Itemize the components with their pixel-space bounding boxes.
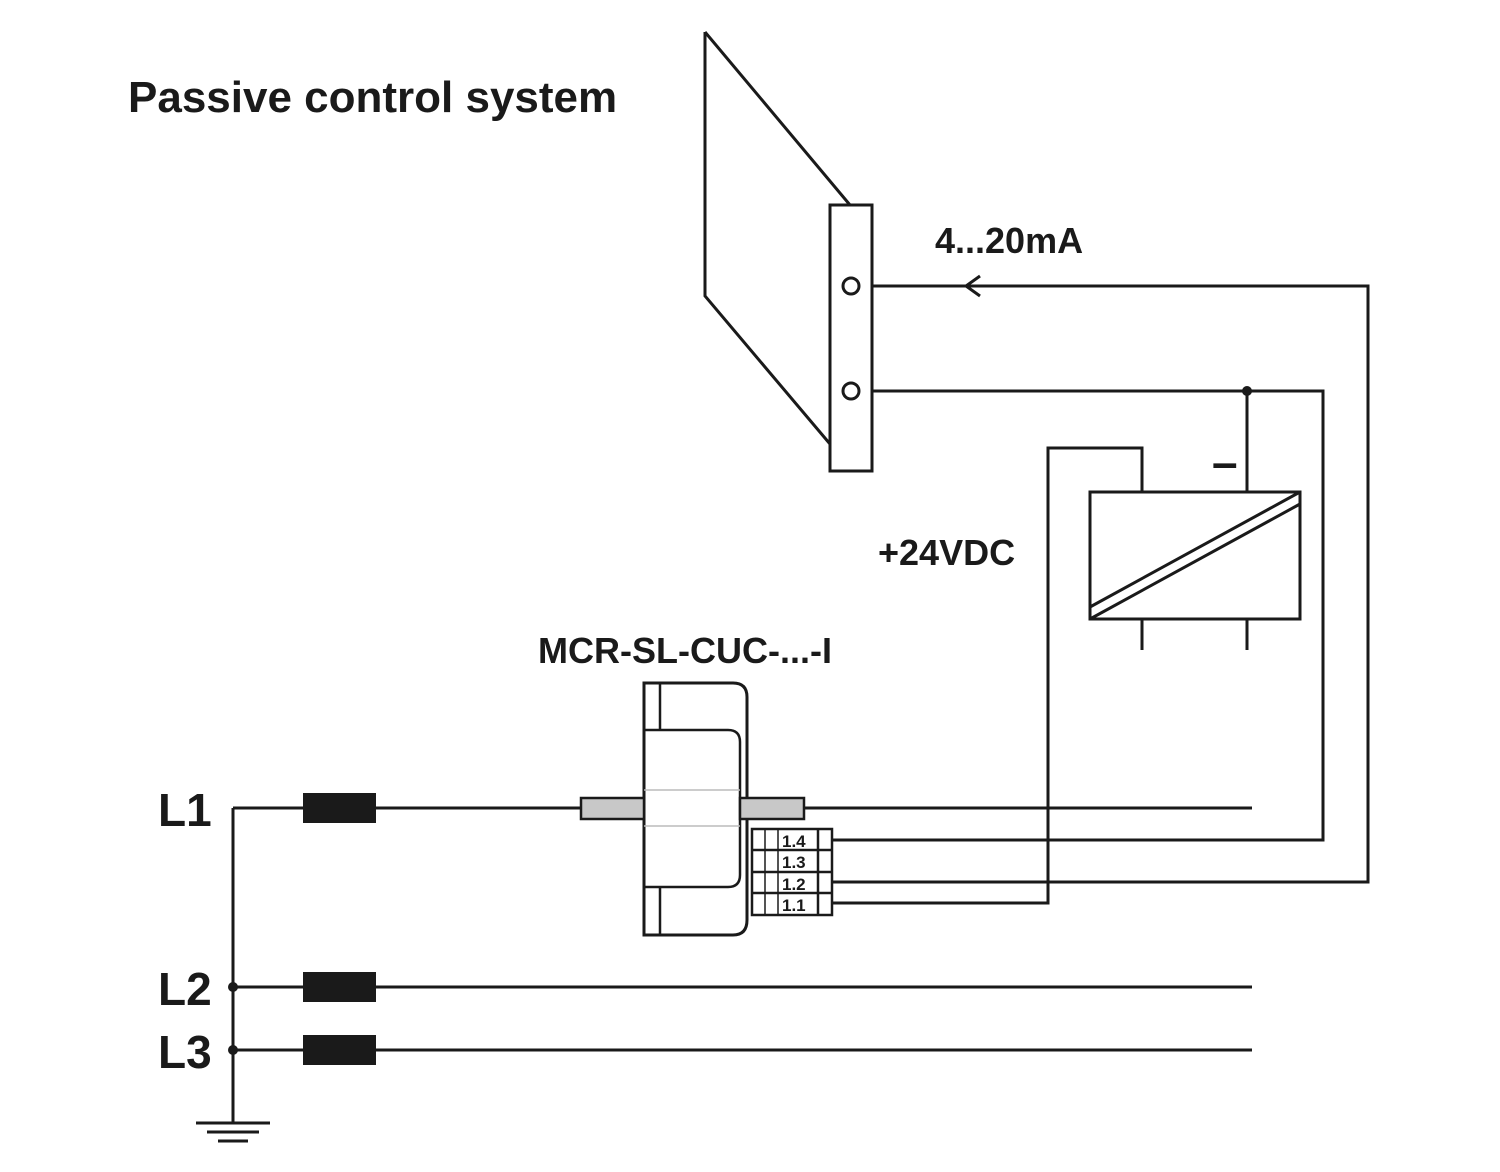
conductor-right (738, 796, 806, 821)
diagram-title: Passive control system (128, 73, 617, 122)
fuse-l3 (303, 1035, 376, 1065)
fuse-l2 (303, 972, 376, 1002)
phase-label-l1: L1 (158, 784, 212, 836)
terminal-label-1-1: 1.1 (782, 896, 806, 915)
phase-line-l3 (228, 1035, 1252, 1065)
ground-icon (196, 1121, 270, 1143)
control-system-panel (703, 31, 874, 473)
signal-wire (832, 284, 1370, 884)
supply-positive-wire (832, 446, 1144, 905)
terminal-label-1-4: 1.4 (782, 832, 806, 851)
fuse-l1 (303, 793, 376, 823)
phase-line-l2 (228, 972, 1252, 1002)
return-wire (832, 389, 1325, 842)
conductor-left (579, 796, 646, 821)
sensor-model-label: MCR-SL-CUC-...-I (538, 630, 832, 671)
supply-negative-label: – (1212, 436, 1238, 488)
phase-label-l2: L2 (158, 963, 212, 1015)
signal-arrow-icon (963, 274, 981, 298)
terminal-label-1-2: 1.2 (782, 875, 806, 894)
terminal-label-1-3: 1.3 (782, 853, 806, 872)
junction-dot (1242, 386, 1252, 396)
supply-label: +24VDC (878, 532, 1015, 573)
power-supply-module (1088, 490, 1302, 650)
current-transducer (642, 681, 749, 937)
input-terminal-top (841, 276, 861, 296)
phase-label-l3: L3 (158, 1026, 212, 1078)
phase-line-l1 (233, 793, 1252, 823)
terminal-block: 1.4 1.3 1.2 1.1 (750, 827, 834, 917)
current-signal-label: 4...20mA (935, 220, 1083, 261)
input-terminal-bottom (841, 381, 861, 401)
